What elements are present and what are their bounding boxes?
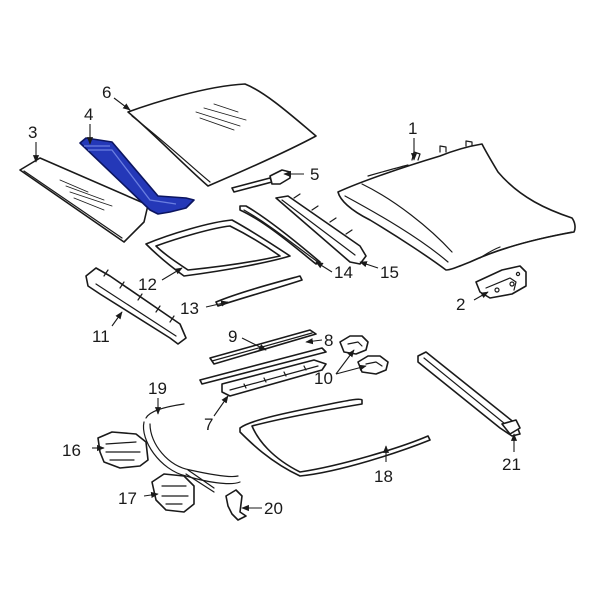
callout-7: 7 (204, 415, 213, 434)
part-6-glass-panel[interactable] (127, 83, 317, 187)
part-17-drive-unit[interactable] (151, 473, 195, 513)
callout-11: 11 (92, 327, 110, 346)
callout-1: 1 (408, 119, 417, 138)
part-18-seal-loop[interactable] (239, 398, 431, 477)
callout-17: 17 (118, 489, 137, 508)
part-12-frame-seal[interactable] (145, 219, 291, 277)
callout-5: 5 (310, 165, 319, 184)
callout-14: 14 (334, 263, 353, 282)
callout-19: 19 (148, 379, 167, 398)
part-13-seal[interactable] (215, 275, 303, 307)
callout-13: 13 (180, 299, 199, 318)
callout-10: 10 (314, 369, 333, 388)
part-20-clip[interactable] (225, 489, 247, 521)
part-4-front-frame-highlighted[interactable] (79, 137, 195, 215)
callout-15: 15 (380, 263, 399, 282)
callout-20: 20 (264, 499, 283, 518)
part-7-rail[interactable] (199, 347, 327, 397)
callout-9: 9 (228, 327, 237, 346)
callout-16: 16 (62, 441, 81, 460)
callout-21: 21 (502, 455, 521, 474)
callout-18: 18 (374, 467, 393, 486)
callout-2: 2 (456, 295, 465, 314)
callout-12: 12 (138, 275, 157, 294)
part-8-bracket[interactable] (339, 335, 369, 355)
part-19-cable-loop[interactable] (142, 403, 241, 493)
callouts: 1 2 3 4 5 6 7 8 9 10 11 12 13 14 15 16 1… (28, 83, 521, 518)
part-5-clip[interactable] (231, 169, 291, 193)
callout-4: 4 (84, 105, 93, 124)
part-1-roof-panel[interactable] (337, 140, 576, 271)
callout-3: 3 (28, 123, 37, 142)
part-11-drain-rail[interactable] (85, 267, 187, 345)
callout-8: 8 (324, 331, 333, 350)
part-15-side-rail[interactable] (275, 193, 367, 265)
leader-lines (32, 97, 518, 512)
part-2-bracket[interactable] (475, 265, 527, 299)
part-21-rear-rod[interactable] (417, 351, 521, 437)
callout-6: 6 (102, 83, 111, 102)
part-16-motor[interactable] (97, 431, 149, 469)
part-10-bracket[interactable] (357, 355, 389, 375)
